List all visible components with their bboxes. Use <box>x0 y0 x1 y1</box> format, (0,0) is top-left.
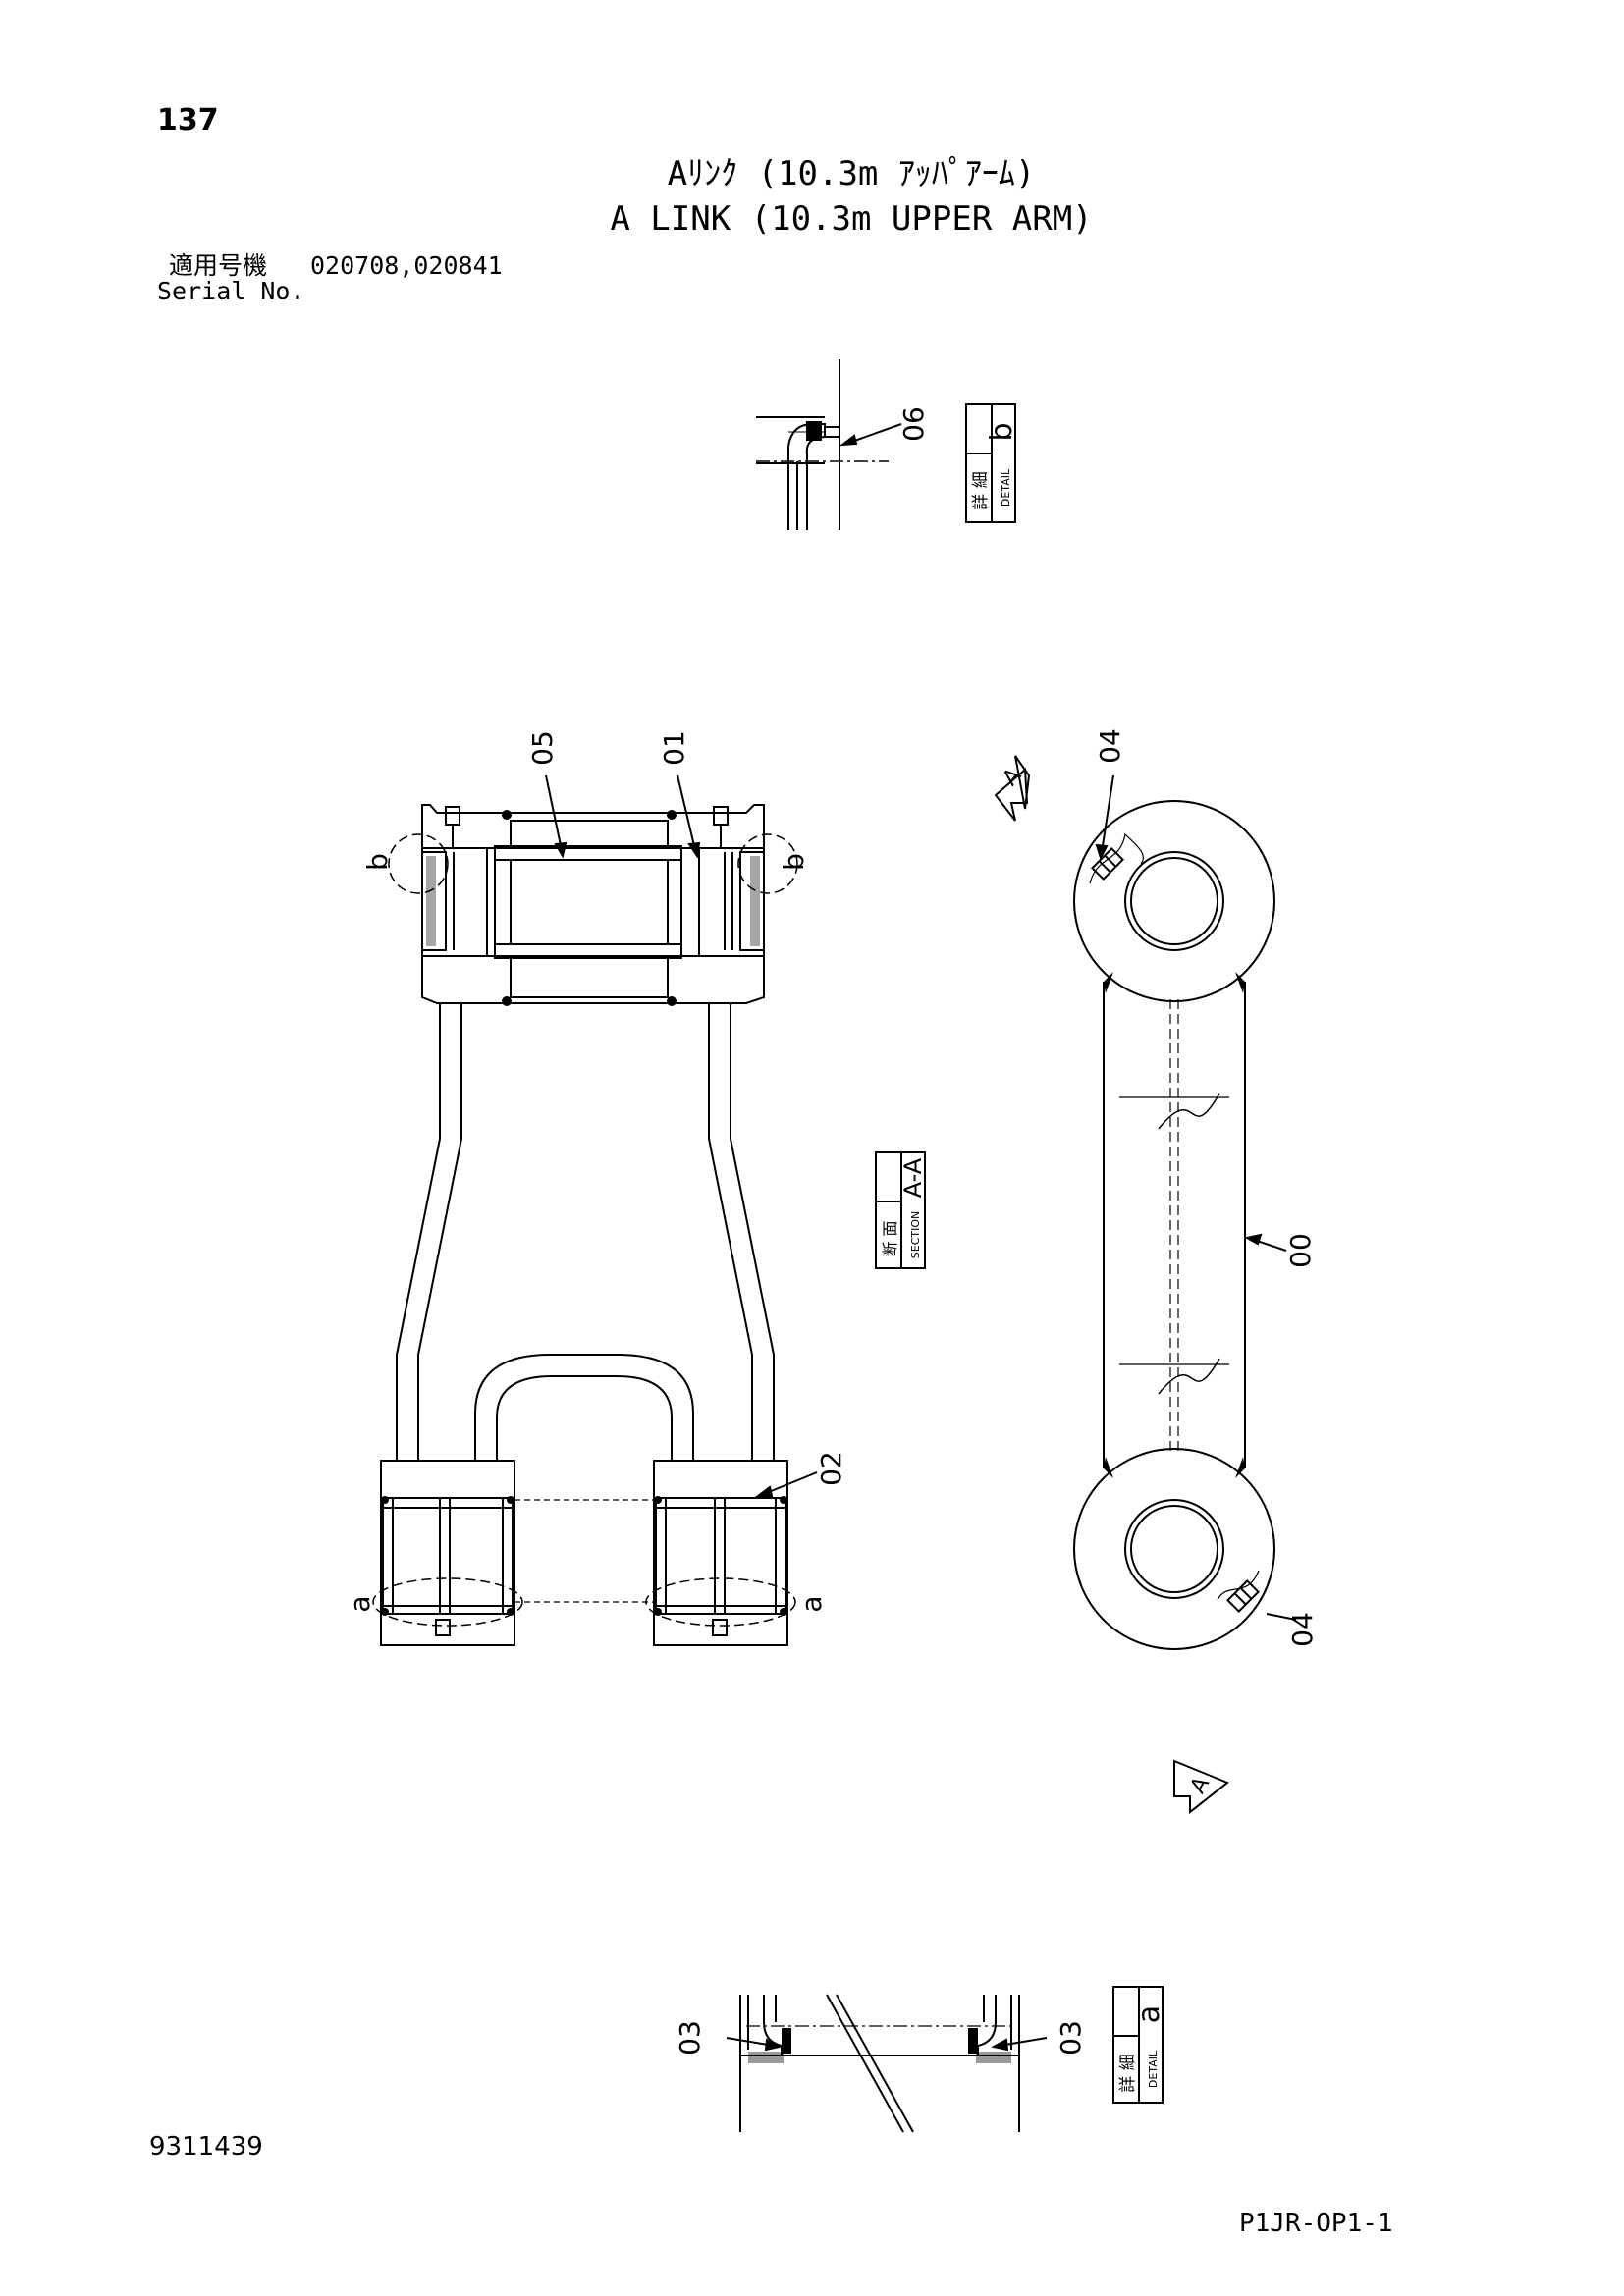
serial-label-english: Serial No. <box>157 277 305 305</box>
callout-03-right-leader <box>991 2037 1048 2052</box>
serial-numbers: 020708,020841 <box>310 251 503 280</box>
callout-06-leader <box>839 423 902 447</box>
view-arrow-top <box>994 755 1031 822</box>
title-japanese: Aﾘﾝｸ (10.3m ｱｯﾊﾟｱｰﾑ) <box>667 154 1036 193</box>
serial-label-japanese: 適用号機 <box>169 251 268 280</box>
upper-pin-boss-assembly <box>421 804 765 1006</box>
detail-b-circle-left <box>388 833 449 894</box>
sheet-code: P1JR-OP1-1 <box>1239 2209 1393 2238</box>
callout-03-right: 03 <box>1055 2020 1087 2056</box>
detail-a-ellipse-right <box>645 1577 796 1627</box>
circle-a-left-label: a <box>344 1595 376 1612</box>
detail-a-letter: a <box>1132 2005 1166 2023</box>
detail-a-label-box <box>1112 1986 1164 2104</box>
detail-b-en: DETAIL <box>1000 468 1012 507</box>
circle-a-right-label: a <box>795 1595 828 1612</box>
detail-a-ellipse-left <box>372 1577 523 1627</box>
callout-03-left: 03 <box>674 2020 706 2056</box>
page-number: 137 <box>157 103 219 137</box>
detail-b-label-box <box>965 403 1016 523</box>
link-side-view <box>1073 800 1275 1650</box>
title-english: A LINK (10.3m UPPER ARM) <box>610 199 1093 239</box>
detail-b-jp: 詳 細 <box>971 471 991 509</box>
callout-03-left-leader <box>726 2037 783 2052</box>
link-arms <box>396 1003 775 1461</box>
view-arrow-bottom <box>1173 1759 1229 1815</box>
lower-boss-right <box>653 1460 788 1646</box>
view-arrow-top-label: A <box>999 764 1027 791</box>
detail-b-drawing <box>756 359 889 530</box>
circle-b-right-label: b <box>778 853 810 871</box>
callout-00-leader <box>1244 1233 1287 1252</box>
callout-01-leader <box>677 774 701 859</box>
callout-01: 01 <box>658 730 690 766</box>
document-number: 9311439 <box>149 2132 263 2162</box>
detail-a-en: DETAIL <box>1147 2050 1160 2088</box>
callout-04-top-leader <box>1095 774 1114 861</box>
callout-04-top: 04 <box>1094 728 1126 764</box>
section-name: A-A <box>899 1157 927 1198</box>
detail-a-jp: 詳 細 <box>1118 2054 1138 2092</box>
callout-02-leader <box>755 1471 818 1497</box>
callout-02: 02 <box>815 1451 847 1486</box>
callout-05: 05 <box>526 730 559 766</box>
section-en: SECTION <box>909 1211 922 1258</box>
callout-05-leader <box>545 774 568 859</box>
detail-b-circle-right <box>737 833 798 894</box>
section-label-box <box>875 1151 926 1269</box>
circle-b-left-label: b <box>361 853 394 871</box>
detail-a-drawing <box>739 1994 1020 2133</box>
detail-b-letter: b <box>985 422 1019 441</box>
callout-06: 06 <box>897 406 930 442</box>
callout-04-bottom: 04 <box>1286 1612 1319 1647</box>
section-jp: 断 面 <box>881 1220 899 1256</box>
lower-boss-left <box>380 1460 515 1646</box>
callout-00: 00 <box>1284 1233 1317 1268</box>
callout-04-bottom-leader <box>1266 1613 1297 1621</box>
